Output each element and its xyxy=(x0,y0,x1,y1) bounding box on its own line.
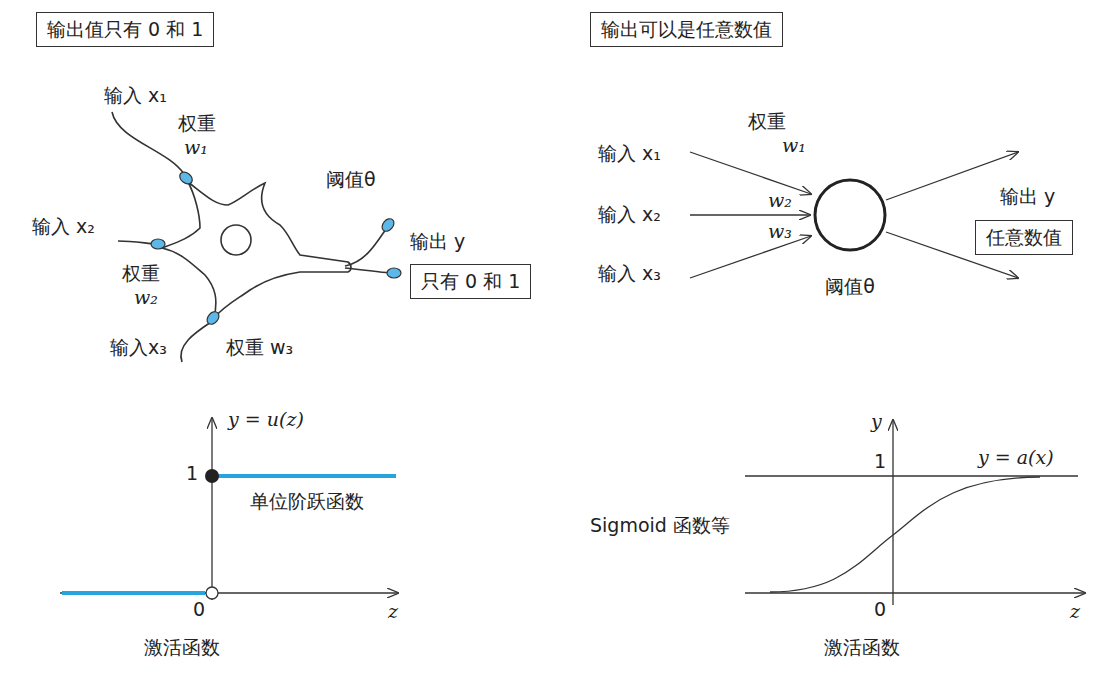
node-text: 任意数值 xyxy=(986,225,1062,250)
weight-label: 权重 xyxy=(748,110,786,133)
threshold-label: 阈值θ xyxy=(326,168,376,191)
neuron-drawing xyxy=(112,112,390,362)
axis-tick: 0 xyxy=(193,598,205,621)
caption-label: 激活函数 xyxy=(144,636,220,659)
step-function-graph xyxy=(60,418,398,600)
weight-label: 权重 xyxy=(122,262,160,285)
header-box: 输出值只有 0 和 1 xyxy=(36,12,214,47)
weight-label: 权重 w₃ xyxy=(226,336,293,359)
axis-tick: 0 xyxy=(874,598,886,621)
weight-symbol: w₁ xyxy=(782,134,806,157)
axis-tick: 1 xyxy=(186,462,198,485)
output-box: 任意数值 xyxy=(975,220,1073,255)
input-label: 输入 x₂ xyxy=(32,215,95,238)
weight-symbol: w₁ xyxy=(184,136,208,159)
input-label: 输入x₃ xyxy=(110,336,167,359)
output-label: 输出 y xyxy=(410,230,465,253)
weight-symbol: w₂ xyxy=(134,286,158,309)
neuron-circle: 阈值θ xyxy=(813,178,887,252)
weight-symbol: w₃ xyxy=(768,220,792,243)
input-label: 输入 x₁ xyxy=(104,84,167,107)
node-text: 输出可以是任意数值 xyxy=(601,17,772,42)
node-text: 输出值只有 0 和 1 xyxy=(47,17,203,42)
function-formula: y = u(z) xyxy=(228,408,304,431)
weight-symbol: w₂ xyxy=(768,189,792,212)
axis-name: y xyxy=(871,410,882,433)
input-label: 输入 x₂ xyxy=(598,203,661,226)
output-box: 只有 0 和 1 xyxy=(410,264,531,299)
input-label: 输入 x₃ xyxy=(598,262,661,285)
output-label: 输出 y xyxy=(1000,185,1055,208)
weight-label: 权重 xyxy=(178,112,216,135)
function-name: 单位阶跃函数 xyxy=(250,490,364,513)
axis-name: z xyxy=(1070,600,1080,623)
axis-name: z xyxy=(388,600,398,623)
caption-label: 激活函数 xyxy=(824,636,900,659)
circle-outline xyxy=(813,178,887,252)
synapse-terminals xyxy=(151,170,401,327)
sigmoid-graph xyxy=(745,420,1085,605)
header-box: 输出可以是任意数值 xyxy=(590,12,783,47)
function-name: Sigmoid 函数等 xyxy=(590,514,730,537)
function-formula: y = a(x) xyxy=(978,446,1054,469)
input-output-arrows xyxy=(690,152,1018,278)
axis-tick: 1 xyxy=(874,450,886,473)
node-text: 只有 0 和 1 xyxy=(421,269,520,294)
input-label: 输入 x₁ xyxy=(598,142,661,165)
node-text: 阈值θ xyxy=(825,274,875,300)
